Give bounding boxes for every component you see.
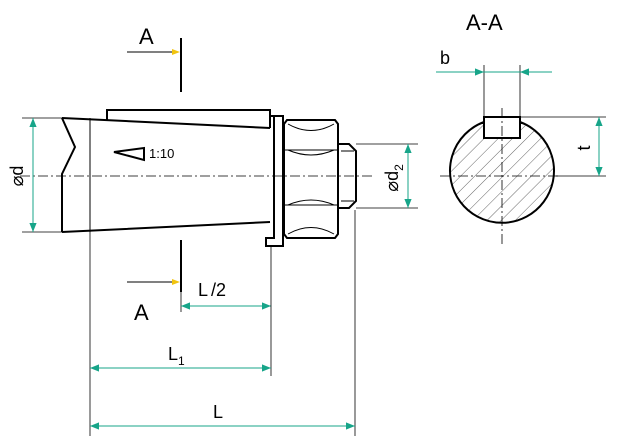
dim-l: L — [90, 210, 356, 436]
dim-l-half: L/2 — [180, 280, 271, 312]
section-marker-bottom: A — [127, 240, 182, 325]
section-marker-top: A — [127, 24, 182, 92]
key — [106, 109, 271, 128]
dim-t: t — [520, 116, 606, 177]
thread-root-lines — [341, 150, 354, 202]
dim-b: b — [436, 48, 552, 117]
dim-d2: ⌀d2 — [356, 143, 418, 209]
section-title: A-A — [466, 10, 503, 35]
dim-l-label: L — [213, 402, 223, 422]
dim-d: ⌀d — [7, 117, 62, 233]
shaft-main-view: 1:10 — [20, 109, 372, 247]
taper-ratio-label: 1:10 — [149, 146, 174, 161]
dim-d2-label: ⌀d2 — [382, 164, 406, 192]
section-letter-top: A — [139, 24, 154, 49]
dim-l1-label: L1 — [168, 344, 185, 368]
hatched-cross-section — [449, 120, 555, 224]
dim-l1: L1 — [89, 232, 272, 436]
dim-b-label: b — [440, 48, 450, 68]
lock-washer — [265, 115, 284, 247]
section-letter-bottom: A — [134, 300, 149, 325]
dim-l-half-label: L/2 — [198, 280, 226, 300]
section-aa-view: A-A b t — [436, 10, 606, 246]
dim-t-label: t — [574, 145, 594, 150]
dim-d-label: ⌀d — [7, 166, 27, 187]
threaded-end — [338, 143, 357, 209]
hex-nut — [283, 119, 339, 239]
tapered-shaft-body — [61, 117, 271, 233]
taper-symbol-icon — [113, 146, 145, 162]
